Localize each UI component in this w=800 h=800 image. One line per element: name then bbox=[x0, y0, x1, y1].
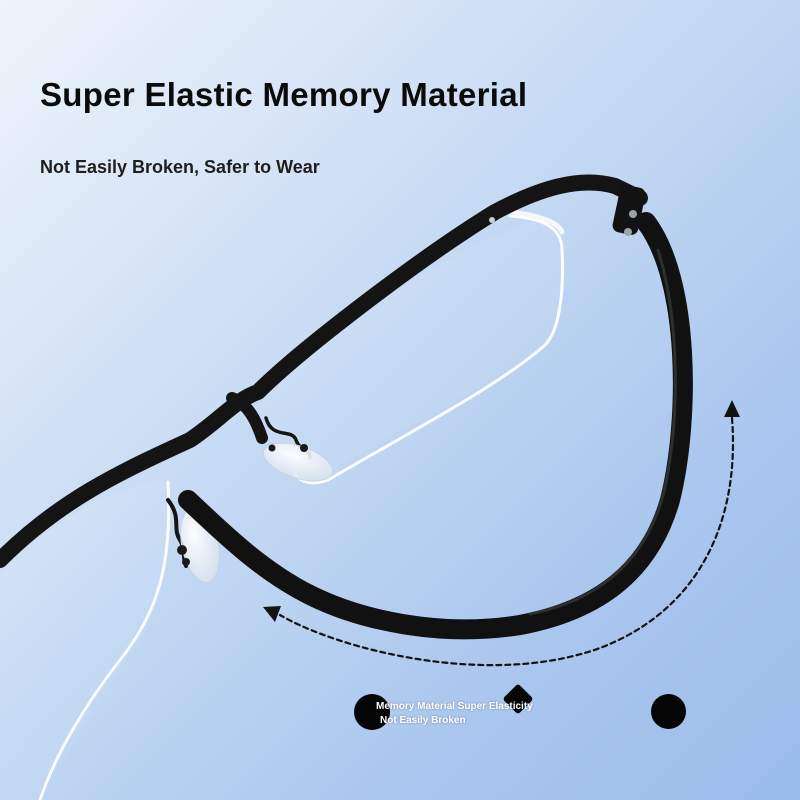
caption-line-2: Not Easily Broken bbox=[380, 715, 466, 726]
feature-caption: Memory Material Super Elasticity Not Eas… bbox=[376, 700, 533, 728]
dot-icon bbox=[651, 694, 686, 729]
dashed-curved-arrow-icon bbox=[263, 400, 740, 667]
dot-icon bbox=[354, 694, 390, 730]
subheadline: Not Easily Broken, Safer to Wear bbox=[40, 157, 320, 177]
caption-line-1: Memory Material Super Elasticity bbox=[376, 701, 533, 712]
left-lens bbox=[0, 478, 171, 800]
headline: Super Elastic Memory Material bbox=[40, 76, 528, 113]
glasses-frame bbox=[0, 174, 693, 640]
right-lens bbox=[258, 209, 565, 485]
